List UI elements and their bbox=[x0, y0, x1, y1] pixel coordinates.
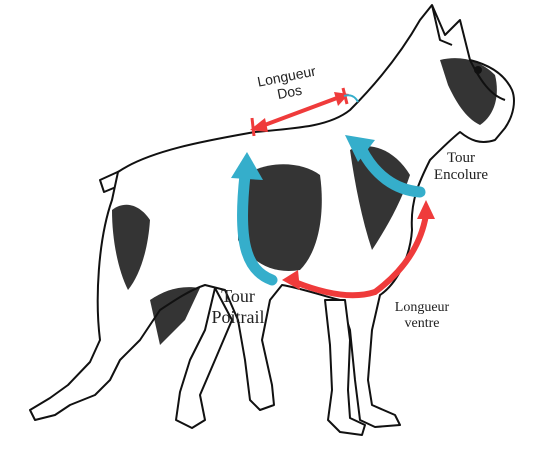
ear bbox=[431, 4, 453, 46]
belly-length-arrow bbox=[282, 200, 435, 299]
label-tour-encolure-line2: Encolure bbox=[433, 167, 489, 184]
label-tour-encolure-line1: Tour bbox=[446, 150, 476, 166]
label-tour-poitrail-line2: Poitrail bbox=[211, 306, 265, 327]
back-length-arrow bbox=[250, 87, 359, 137]
label-tour-poitrail-line1: Tour bbox=[221, 286, 255, 306]
front-leg bbox=[324, 299, 366, 436]
label-longueur-ventre: Longueur ventre bbox=[385, 300, 459, 332]
chest-girth-arrow bbox=[231, 152, 278, 286]
label-longueur-ventre-line2: ventre bbox=[404, 316, 440, 332]
label-longueur-ventre-line1: Longueur bbox=[394, 300, 450, 315]
hind-leg bbox=[175, 287, 233, 429]
label-tour-poitrail: Tour Poitrail bbox=[203, 286, 273, 327]
label-tour-encolure: Tour Encolure bbox=[430, 150, 492, 185]
neck-girth-arrow bbox=[345, 135, 426, 198]
dog-shading bbox=[112, 58, 497, 345]
